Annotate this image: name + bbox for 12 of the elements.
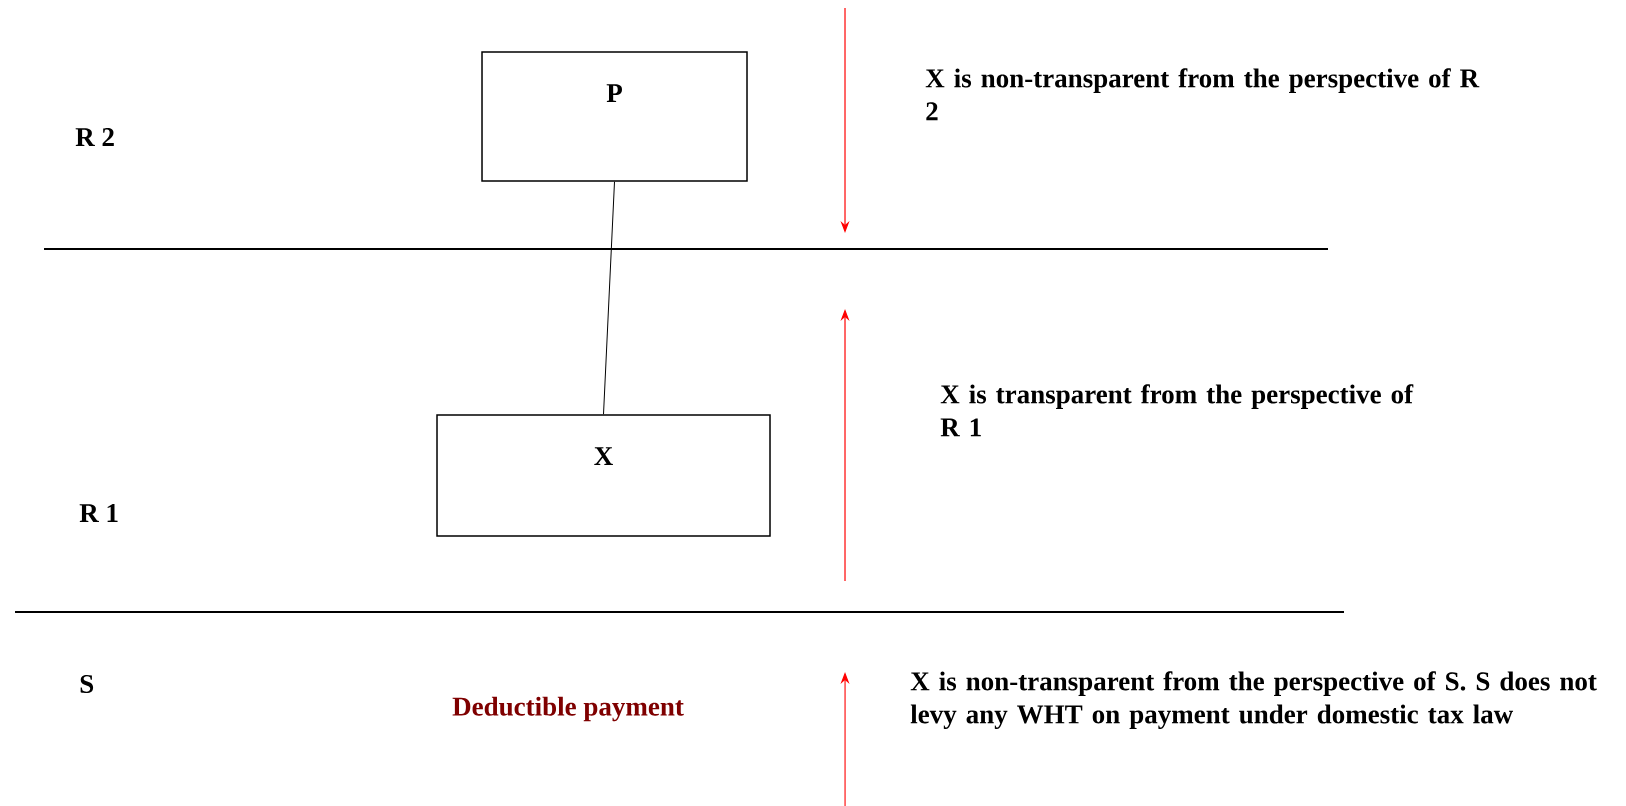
- entity-box: [436, 414, 771, 537]
- box-label: X: [594, 447, 613, 465]
- note-text: X is transparent from the perspective of R 1: [940, 384, 1414, 437]
- region-label: R 1: [79, 504, 118, 522]
- note-text: X is non-transparent from the perspective of R 2: [925, 68, 1480, 121]
- connector-line: [603, 181, 615, 415]
- note-text: X is non-transparent from the perspective of S. S does not levy any WHT on payment under domestic tax law: [910, 671, 1597, 730]
- payment-label: Deductible payment: [452, 696, 684, 722]
- region-label: R 2: [75, 128, 114, 146]
- region-label: S: [80, 674, 94, 694]
- box-label: P: [606, 84, 622, 102]
- entity-box: [481, 51, 748, 182]
